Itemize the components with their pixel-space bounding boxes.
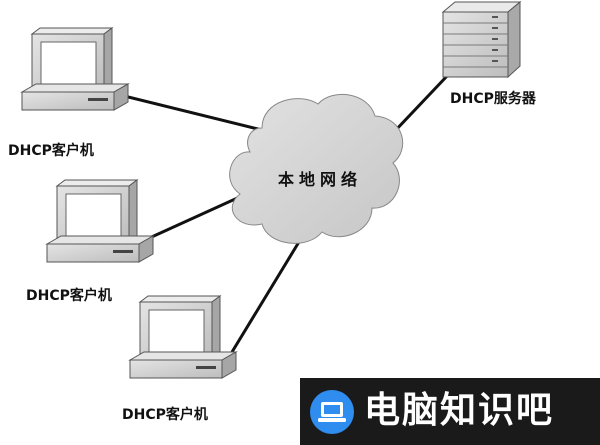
client-computer-3	[128, 295, 238, 379]
server-label: DHCP服务器	[450, 91, 536, 107]
server-tower-icon	[441, 0, 522, 79]
client-computer-2	[45, 179, 155, 263]
link-client-1	[119, 93, 263, 132]
watermark-banner: 电脑知识吧	[300, 378, 600, 445]
client-label-3: DHCP客户机	[122, 407, 208, 423]
network-label: 本地网络	[278, 170, 363, 189]
laptop-icon	[310, 390, 354, 434]
client-computer-1	[20, 27, 130, 111]
watermark-text: 电脑知识吧	[364, 390, 555, 431]
link-client-3	[230, 231, 307, 353]
client-label-2: DHCP客户机	[26, 288, 112, 304]
client-label-1: DHCP客户机	[8, 143, 94, 159]
network-cloud	[229, 93, 404, 244]
